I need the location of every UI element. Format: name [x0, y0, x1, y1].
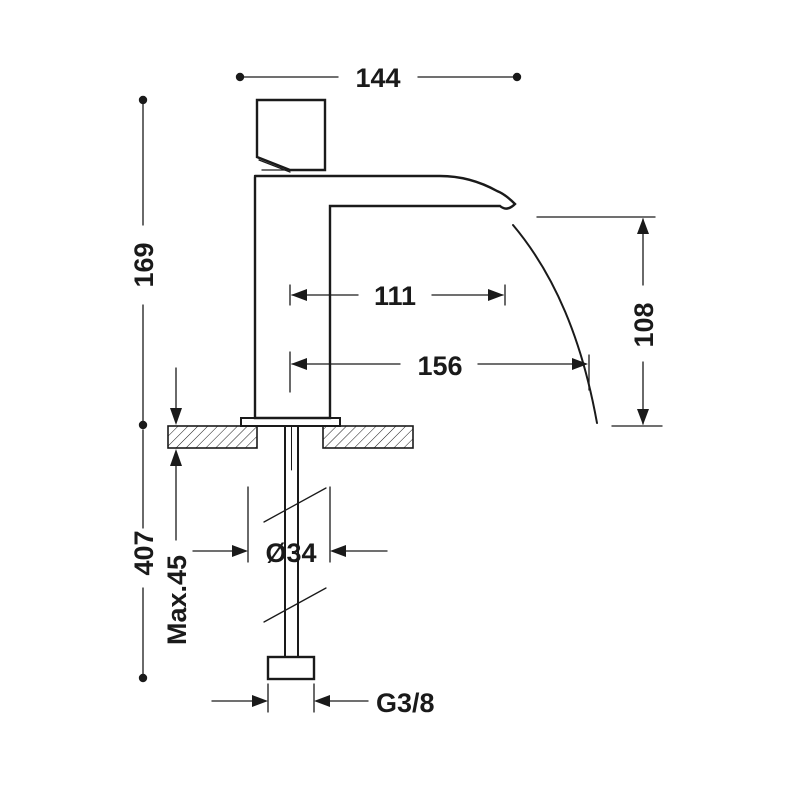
lever-handle: [255, 98, 327, 172]
dim-169-label: 169: [129, 242, 159, 287]
dim-111-arrow-right: [488, 289, 504, 301]
dim-stream-reach: 156: [289, 351, 590, 393]
dim-156-arrow-left: [291, 358, 307, 370]
dim-overall-height: 169: [129, 95, 159, 430]
dim-g38-arrow-right: [314, 695, 330, 707]
base-flange: [240, 417, 341, 427]
dim-111-arrow-left: [291, 289, 307, 301]
countertop-right: [322, 425, 414, 449]
water-stream-curve: [512, 224, 598, 424]
dim-stream-height: 108: [536, 216, 663, 427]
dim-g38-label: G3/8: [376, 688, 435, 718]
dim-34-arrow-right: [330, 545, 346, 557]
dim-108-arrow-down: [637, 409, 649, 425]
dim-max45-label: Max.45: [162, 555, 192, 645]
dim-111-label: 111: [374, 281, 416, 311]
faucet-body: [240, 98, 517, 427]
connector-nut: [266, 655, 316, 681]
dim-156-arrow-right: [572, 358, 588, 370]
pipe-break-lower: [263, 587, 327, 623]
countertop-left: [167, 425, 258, 449]
dim-connection-thread: G3/8: [211, 683, 435, 718]
dim-below-deck-length: 407: [129, 429, 159, 683]
countertop-section: [167, 425, 414, 449]
dim-body-diameter: Ø34: [192, 486, 388, 568]
dim-max45-arrow-up: [170, 449, 182, 466]
dim-34-arrow-left: [232, 545, 248, 557]
supply-pipe: [263, 425, 327, 681]
pipe-break-upper: [263, 487, 327, 523]
dim-max-deck-thickness: Max.45: [162, 367, 192, 645]
dim-156-label: 156: [417, 351, 462, 381]
dim-108-label: 108: [629, 302, 659, 347]
body-and-spout: [253, 174, 517, 420]
dim-g38-arrow-left: [252, 695, 268, 707]
dim-spout-reach: 111: [289, 281, 506, 311]
dim-144-label: 144: [355, 63, 400, 93]
dim-max45-arrow-down: [170, 408, 182, 425]
dim-407-label: 407: [129, 530, 159, 575]
dim-overall-width: 144: [235, 63, 522, 93]
dim-34-label: Ø34: [265, 538, 316, 568]
dim-108-arrow-up: [637, 218, 649, 234]
